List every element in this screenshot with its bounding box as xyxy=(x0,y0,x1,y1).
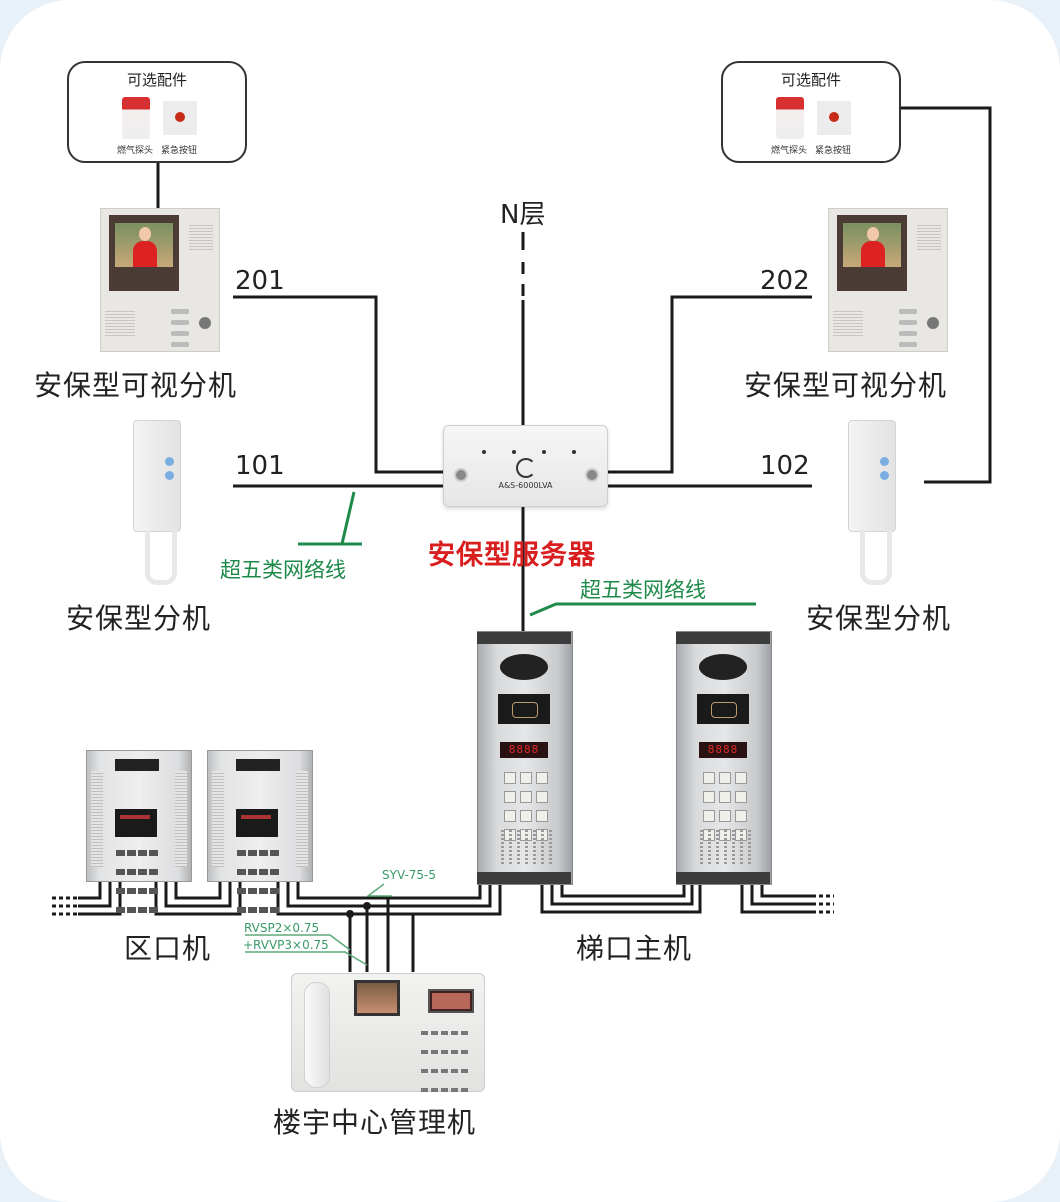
card-reader-icon xyxy=(498,694,550,724)
callout-coax xyxy=(365,883,392,897)
audio-unit-right-label: 安保型分机 xyxy=(806,602,952,635)
camera-icon xyxy=(115,759,159,771)
wire-gate-bus-2 xyxy=(164,882,232,908)
room-201-label: 201 xyxy=(235,266,285,296)
gate-lcd xyxy=(115,809,157,837)
cable-cat5e-left-label: 超五类网络线 xyxy=(220,558,346,582)
camera-icon xyxy=(927,317,939,329)
center-display xyxy=(428,989,474,1013)
wire-stair-out-2 xyxy=(750,882,812,906)
junction-dot xyxy=(363,902,371,910)
gas-detector-icon xyxy=(122,97,150,139)
stair-display: 8888 xyxy=(699,742,747,758)
room-101-label: 101 xyxy=(235,451,285,481)
accessories-box-left: 可选配件 燃气探头 紧急按钮 xyxy=(67,61,247,163)
wire-accessory-right xyxy=(898,106,992,484)
camera-icon xyxy=(199,317,211,329)
gas-detector-label: 燃气探头 xyxy=(117,146,154,156)
center-screen xyxy=(354,980,400,1016)
speaker-grille xyxy=(496,828,554,866)
room-102-label: 102 xyxy=(760,451,810,481)
gas-detector-label: 燃气探头 xyxy=(771,146,808,156)
camera-icon xyxy=(699,654,747,680)
cable-control-1-label: RVSP2×0.75 xyxy=(244,921,320,935)
gate-station-label: 区口机 xyxy=(124,932,212,965)
security-server: A&S-6000LVA xyxy=(443,425,608,507)
camera-icon xyxy=(500,654,548,680)
audio-unit-left-label: 安保型分机 xyxy=(66,602,212,635)
server-label: 安保型服务器 xyxy=(428,540,596,571)
keypad xyxy=(115,843,163,919)
emergency-button-icon xyxy=(817,101,851,135)
management-center-unit xyxy=(291,973,485,1092)
room-202-label: 202 xyxy=(760,266,810,296)
wire-stair-bus-1 xyxy=(540,882,702,914)
stair-station-label: 梯口主机 xyxy=(576,932,693,965)
stair-station-1: 8888 xyxy=(477,631,573,885)
wire-stair-out-3 xyxy=(760,882,812,898)
monitor-screen xyxy=(115,223,173,267)
accessories-title: 可选配件 xyxy=(126,71,187,89)
keypad xyxy=(236,843,284,919)
gate-station-1 xyxy=(86,750,192,913)
card-reader-icon xyxy=(697,694,749,724)
monitor-screen xyxy=(843,223,901,267)
wire-202 xyxy=(606,295,812,474)
stair-station-2: 8888 xyxy=(676,631,772,885)
accessories-title: 可选配件 xyxy=(780,71,841,89)
video-monitor-left xyxy=(100,208,220,352)
wire-stair-bus-2 xyxy=(550,882,694,906)
junction-dot xyxy=(346,910,354,918)
audio-handset-left xyxy=(133,420,181,532)
cable-cat5e-right-label: 超五类网络线 xyxy=(580,578,706,602)
wire-201 xyxy=(233,295,443,474)
video-unit-left-label: 安保型可视分机 xyxy=(34,369,238,402)
wire-stair-out-1 xyxy=(740,882,812,914)
callout-cat5e-right xyxy=(529,602,756,617)
gate-station-2 xyxy=(207,750,313,913)
wire-gate-bus-3 xyxy=(174,882,222,900)
wire-gate-out-2 xyxy=(78,882,112,908)
handset-cord xyxy=(860,530,892,585)
cable-coax-label: SYV-75-5 xyxy=(382,868,437,882)
keypad xyxy=(420,1024,478,1100)
emergency-button-label: 紧急按钮 xyxy=(815,146,852,156)
video-unit-right-label: 安保型可视分机 xyxy=(744,369,948,402)
brand-logo-icon xyxy=(516,458,536,478)
server-model: A&S-6000LVA xyxy=(498,481,553,490)
emergency-button-label: 紧急按钮 xyxy=(161,146,198,156)
video-monitor-right xyxy=(828,208,948,352)
floor-label: N层 xyxy=(500,200,546,230)
wire-gate-bus-1 xyxy=(154,882,242,916)
audio-handset-right xyxy=(848,420,896,532)
handset-icon xyxy=(304,982,330,1088)
handset-cord xyxy=(145,530,177,585)
gate-lcd xyxy=(236,809,278,837)
callout-control-1 xyxy=(245,934,351,951)
camera-icon xyxy=(236,759,280,771)
callout-control-2 xyxy=(245,951,368,966)
wire-stair-bus-3 xyxy=(560,882,686,898)
gas-detector-icon xyxy=(776,97,804,139)
cable-control-2-label: +RVVP3×0.75 xyxy=(243,938,329,952)
callout-cat5e-left xyxy=(298,491,362,546)
emergency-button-icon xyxy=(163,101,197,135)
management-center-label: 楼宇中心管理机 xyxy=(273,1106,477,1139)
speaker-grille xyxy=(695,828,753,866)
stair-display: 8888 xyxy=(500,742,548,758)
wire-gate-out-3 xyxy=(78,882,102,900)
accessories-box-right: 可选配件 燃气探头 紧急按钮 xyxy=(721,61,901,163)
